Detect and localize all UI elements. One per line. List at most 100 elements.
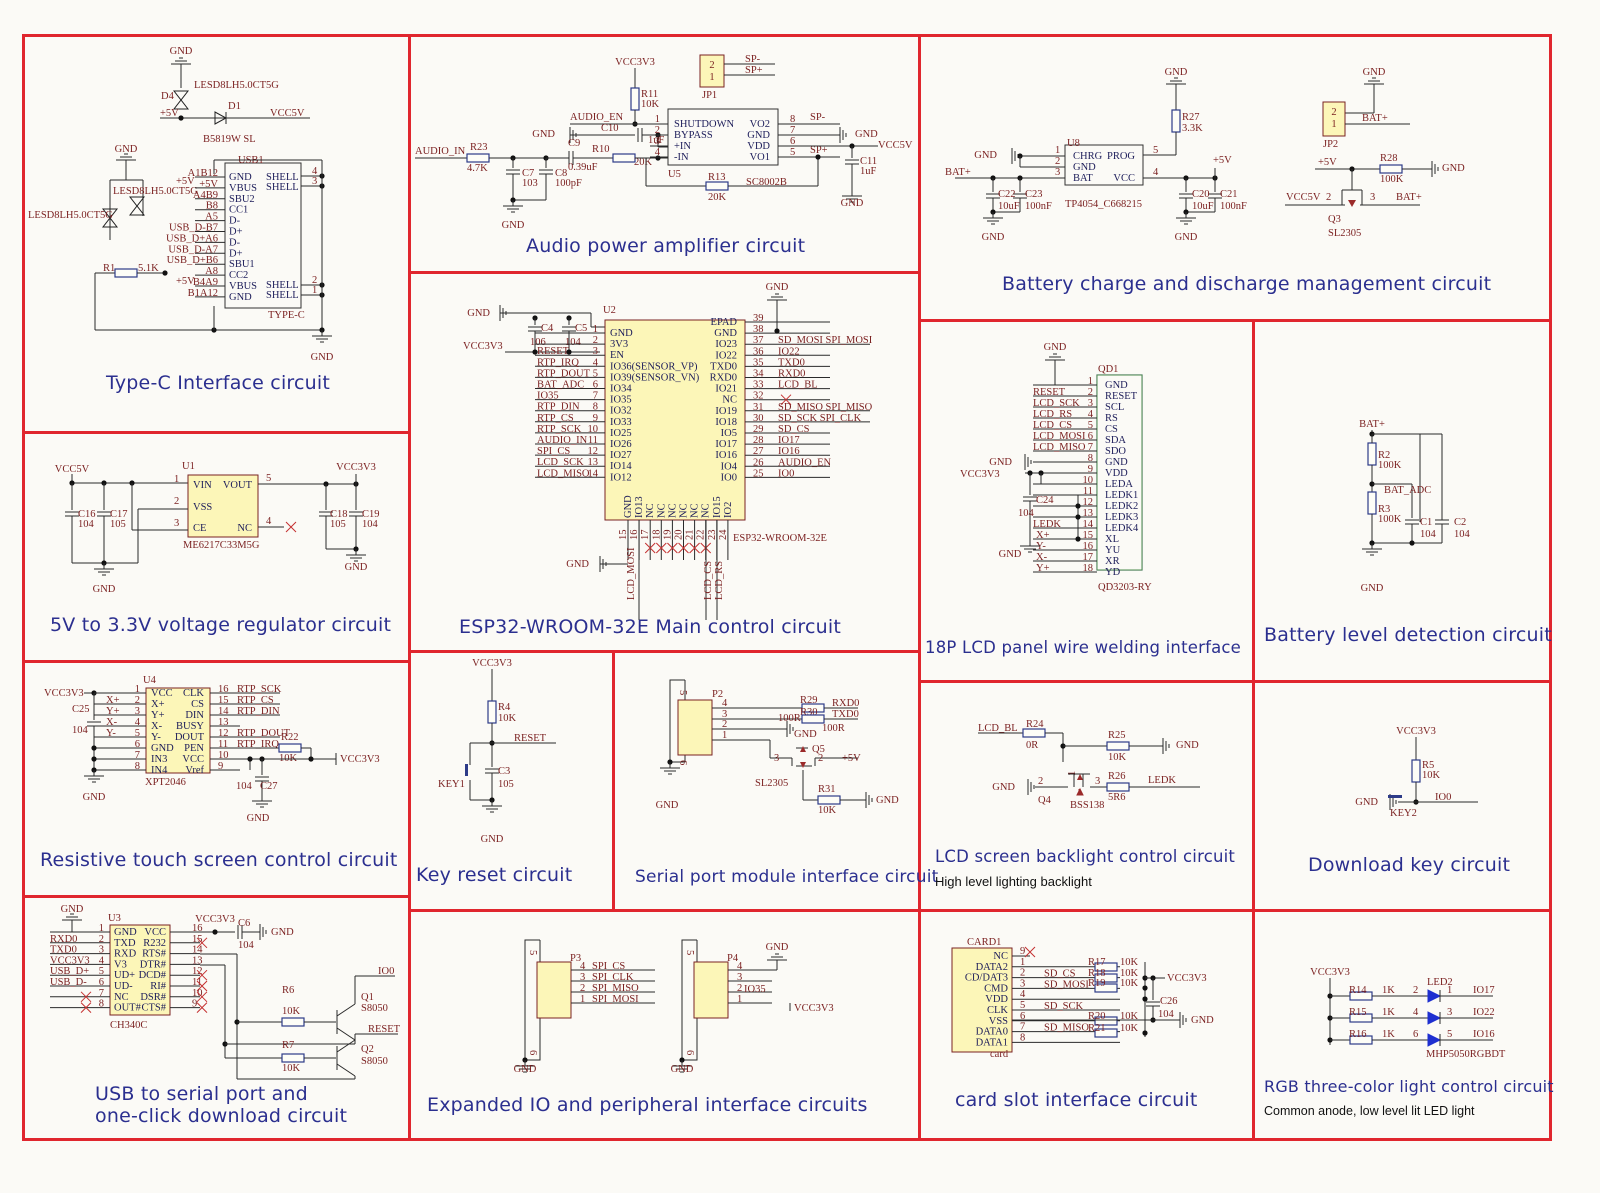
net-label: VCC3V3 [1396, 726, 1436, 737]
ref-label: R22 [281, 732, 299, 743]
pin-number: 3 [135, 706, 140, 717]
net-label: AUDIO_EN [570, 112, 623, 123]
panel-battery-level [1252, 319, 1552, 683]
no-connect-mark [196, 1002, 208, 1013]
pin-name: IO18 [715, 417, 737, 428]
pin-name: IN4 [151, 765, 168, 776]
pin-number: 2 [1326, 192, 1331, 203]
net-label: VCC3V3 [463, 341, 503, 352]
pin-name: NC [722, 395, 737, 406]
pin-name: CMD [984, 983, 1008, 994]
net-label: +5V [176, 176, 195, 187]
value-label: 10K [498, 713, 517, 724]
caption-usb-serial-2: one-click download circuit [95, 1105, 348, 1127]
pin-number: 26 [753, 457, 764, 468]
net-label: VCC3V3 [195, 914, 235, 925]
junction-dot [178, 115, 184, 121]
pin-number: 5 [1020, 1000, 1025, 1011]
net-label: SD_CS [1044, 969, 1076, 980]
pin-number: 2 [593, 335, 598, 346]
net-label: LCD_MISO [537, 468, 590, 479]
pin-number: 5 [790, 147, 795, 158]
pin-number: 1 [1067, 771, 1078, 776]
pin-name: VDD [1105, 468, 1128, 479]
panel-typec [22, 34, 411, 434]
value-label: 104 [565, 337, 582, 348]
pin-name: R232 [143, 938, 166, 949]
caption-typec: Type-C Interface circuit [106, 372, 331, 394]
pin-number: 8 [135, 761, 140, 772]
pin-number: 2 [174, 496, 179, 507]
subcaption-backlight: High level lighting backlight [935, 874, 1092, 889]
net-label: +5V [176, 276, 195, 287]
pin-number: 13 [1083, 508, 1094, 519]
lcd-fpc-body [1096, 374, 1143, 571]
net-label: SD_MISO [1044, 1023, 1089, 1034]
pin-number: 25 [753, 468, 764, 479]
gnd-label: GND [1442, 163, 1465, 174]
net-label: VCC3V3 [50, 955, 90, 966]
pin-name: DATA1 [976, 1037, 1008, 1048]
pin-name: VBUS [229, 281, 257, 292]
net-label: VCC5V [270, 108, 305, 119]
part-label: LESD8LH5.0CT5G [194, 80, 279, 91]
pin-number: +5V [199, 179, 218, 190]
net-label: VCC3V3 [336, 462, 376, 473]
pin-number: 28 [753, 435, 764, 446]
ref-label: R3 [1378, 504, 1390, 515]
value-label: 104 [72, 725, 89, 736]
pin-name: CC1 [229, 205, 248, 216]
pin-name: RI# [150, 981, 167, 992]
pin-number: 22 [696, 530, 707, 541]
panel-lcd18p [918, 319, 1255, 683]
resistor-sd-pullup [1094, 973, 1118, 983]
pin-number: 2 [709, 60, 714, 71]
header-p3 [536, 961, 572, 1019]
pin-name: GND [114, 927, 137, 938]
pin-number: 5 [135, 728, 140, 739]
value-label: 106 [530, 337, 546, 348]
net-label: LCD_MISO [1033, 442, 1086, 453]
pin-number: 15 [218, 695, 229, 706]
net-label: LCD_RS [1033, 409, 1072, 420]
pin-name: IO39(SENSOR_VN) [610, 372, 700, 383]
pin-number: 6 [677, 760, 688, 765]
resistor-r3 [1367, 491, 1377, 515]
pin-number: 3 [1055, 167, 1060, 178]
gnd-label: GND [170, 46, 193, 57]
pin-number: 7 [1020, 1022, 1025, 1033]
gnd-label: GND [1191, 1015, 1214, 1026]
part-label: BSS138 [1070, 800, 1104, 811]
net-label: RTP_SCK [537, 424, 582, 435]
pin-name: DSR# [140, 992, 166, 1003]
resistor-r28 [1379, 164, 1403, 174]
junction-dot [532, 349, 538, 355]
pin-name: IO23 [715, 339, 737, 350]
no-connect-mark [80, 1002, 92, 1013]
pin-number: A4B9 [193, 190, 218, 201]
ref-label: R29 [800, 695, 818, 706]
ref-label: Q3 [1328, 214, 1341, 225]
pin-name: IO16 [715, 450, 737, 461]
net-label: AUDIO_EN [778, 457, 831, 468]
pin-number: 3 [737, 972, 742, 983]
gnd-label: GND [656, 800, 679, 811]
pin-name: -IN [674, 152, 689, 163]
pin-name: GND [151, 743, 174, 754]
connector-jp1 [699, 54, 725, 88]
no-connect-mark [196, 969, 208, 981]
pin-name: DATA2 [976, 962, 1008, 973]
ref-label: C27 [260, 781, 278, 792]
pin-number: 3 [1020, 978, 1025, 989]
junction-dot [162, 270, 168, 276]
pin-number: 1 [99, 923, 104, 934]
pin-name: D+ [229, 248, 243, 259]
gnd-label: GND [481, 834, 504, 845]
mosfet-arrow-icon [1077, 774, 1083, 780]
ref-label: U1 [182, 461, 195, 472]
pin-name: IO36(SENSOR_VP) [610, 361, 698, 372]
gnd-label: GND [982, 232, 1005, 243]
pin-name: XL [1105, 534, 1119, 545]
pin-name: PEN [184, 743, 204, 754]
pin-number: 5 [1088, 420, 1093, 431]
